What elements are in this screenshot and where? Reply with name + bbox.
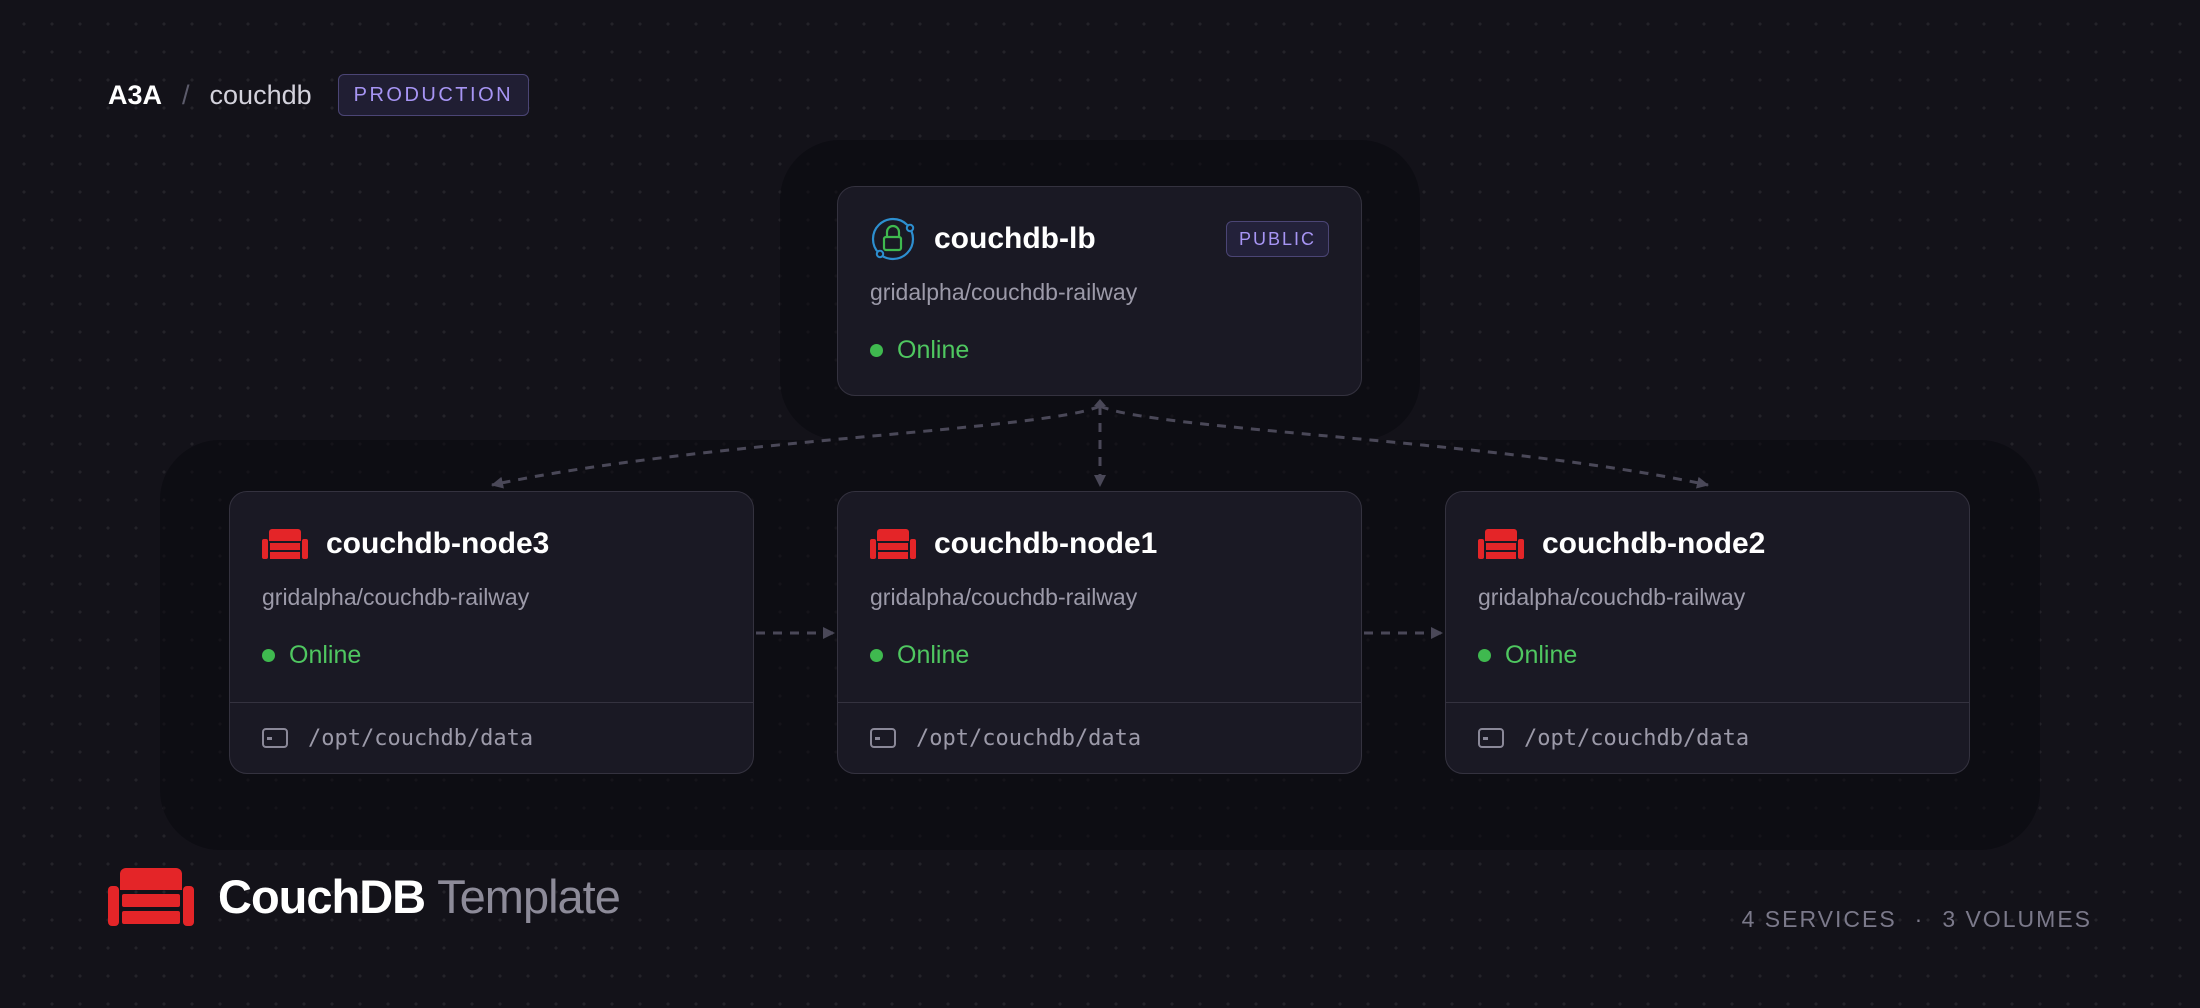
volume-row[interactable]: /opt/couchdb/data [838, 702, 1361, 773]
service-name: couchdb-node2 [1542, 527, 1766, 560]
service-card-couchdb-node3[interactable]: couchdb-node3 gridalpha/couchdb-railway … [229, 491, 754, 774]
service-image: gridalpha/couchdb-railway [262, 584, 530, 610]
template-stats: 4 SERVICES · 3 VOLUMES [1742, 906, 2092, 933]
breadcrumb-separator: / [182, 79, 190, 110]
service-status: Online [1446, 641, 1969, 670]
service-card-couchdb-node2[interactable]: couchdb-node2 gridalpha/couchdb-railway … [1445, 491, 1970, 774]
couchdb-icon [1478, 522, 1524, 566]
service-name: couchdb-node3 [326, 527, 550, 560]
service-image: gridalpha/couchdb-railway [1478, 584, 1746, 610]
edge-origin-marker [1094, 399, 1106, 406]
volume-icon [262, 727, 290, 749]
services-count: 4 SERVICES [1741, 906, 1897, 932]
edge-lb-node3 [491, 404, 1101, 489]
service-name: couchdb-lb [934, 222, 1096, 255]
public-badge: PUBLIC [1225, 221, 1329, 257]
volume-icon [870, 727, 898, 749]
project-name[interactable]: A3A [108, 79, 163, 110]
service-image: gridalpha/couchdb-railway [870, 279, 1138, 305]
volume-mount-path: /opt/couchdb/data [916, 725, 1142, 751]
service-status: Online [838, 641, 1361, 670]
status-label: Online [289, 641, 362, 669]
couchdb-logo-icon [108, 866, 194, 928]
load-balancer-icon [870, 217, 916, 261]
status-label: Online [897, 641, 970, 669]
volume-row[interactable]: /opt/couchdb/data [230, 702, 753, 773]
title-suffix: Template [437, 870, 621, 923]
volume-mount-path: /opt/couchdb/data [308, 725, 534, 751]
edge-lb-node2 [1099, 404, 1709, 489]
status-dot [262, 649, 275, 662]
status-dot [870, 649, 883, 662]
template-title: CouchDB Template [218, 866, 621, 928]
service-card-couchdb-lb[interactable]: couchdb-lb PUBLIC gridalpha/couchdb-rail… [837, 186, 1362, 396]
volume-mount-path: /opt/couchdb/data [1524, 725, 1750, 751]
service-status: Online [838, 336, 1361, 365]
volumes-count: 3 VOLUMES [1942, 906, 2092, 932]
status-dot [870, 344, 883, 357]
stats-separator: · [1914, 906, 1925, 932]
volume-icon [1478, 727, 1506, 749]
service-status: Online [230, 641, 753, 670]
couchdb-icon [262, 522, 308, 566]
template-name[interactable]: couchdb [209, 79, 312, 110]
status-label: Online [897, 336, 970, 364]
environment-badge[interactable]: PRODUCTION [337, 74, 530, 116]
title-product: CouchDB [218, 870, 426, 923]
service-name: couchdb-node1 [934, 527, 1158, 560]
status-dot [1478, 649, 1491, 662]
volume-row[interactable]: /opt/couchdb/data [1446, 702, 1969, 773]
service-card-couchdb-node1[interactable]: couchdb-node1 gridalpha/couchdb-railway … [837, 491, 1362, 774]
breadcrumb: A3A / couchdb PRODUCTION [108, 72, 530, 118]
couchdb-icon [870, 522, 916, 566]
status-label: Online [1505, 641, 1578, 669]
service-image: gridalpha/couchdb-railway [870, 584, 1138, 610]
